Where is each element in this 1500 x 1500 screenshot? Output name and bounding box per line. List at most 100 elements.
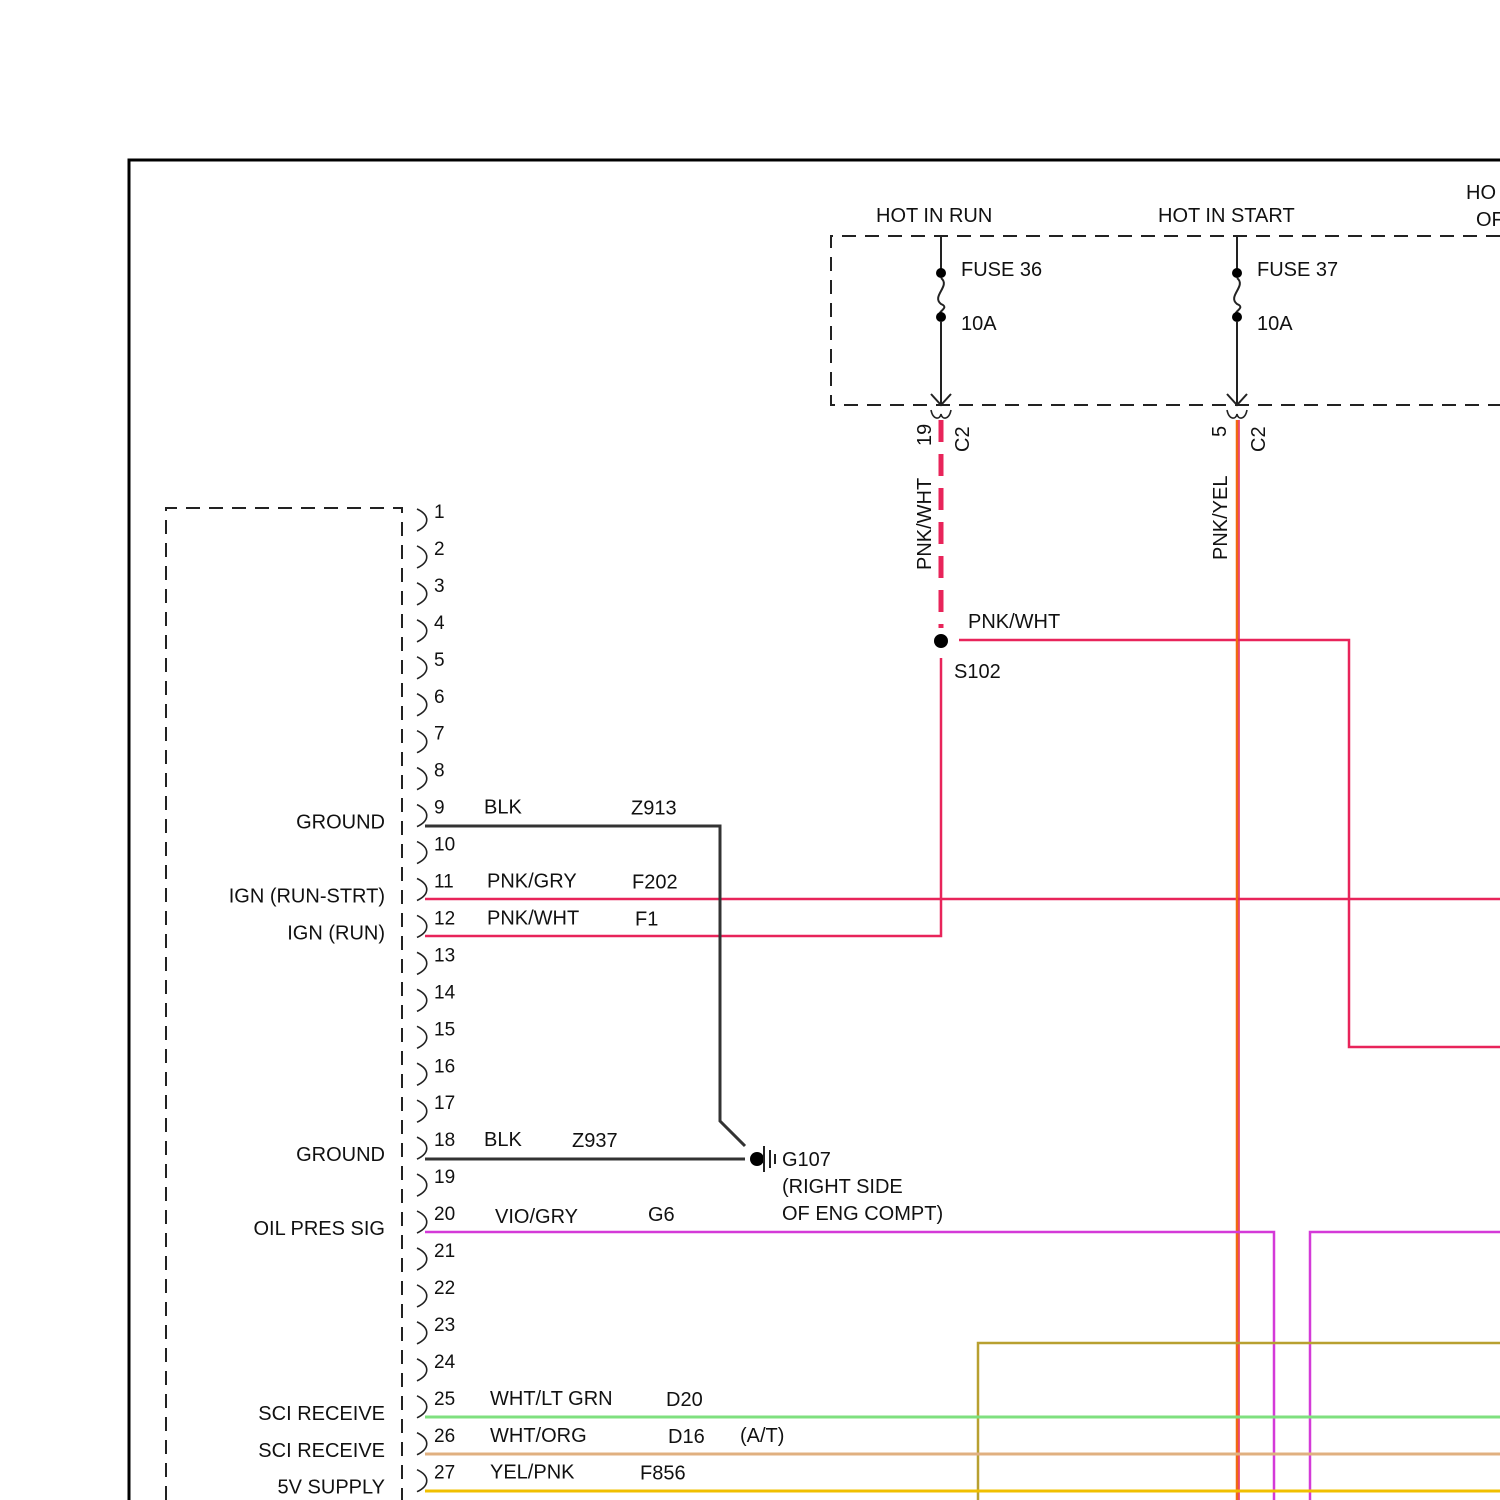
pin-25-terminal [417, 1396, 427, 1418]
pin-25-function-label: SCI RECEIVE [258, 1403, 385, 1425]
pin-number: 24 [434, 1352, 456, 1373]
pin-25-wire-color: WHT/LT GRN [490, 1388, 613, 1410]
pin-26-wire-color: WHT/ORG [490, 1425, 587, 1447]
pin-17-terminal [417, 1100, 427, 1122]
pin-8-terminal [417, 768, 427, 790]
wire-label-pnk-yel-vertical: PNK/YEL [1210, 476, 1232, 560]
pin-number: 23 [434, 1315, 455, 1336]
pin-number: 26 [434, 1426, 455, 1447]
pin-number: 9 [434, 798, 445, 819]
pin-9-wire-color: BLK [484, 797, 522, 819]
pin-18-terminal [417, 1137, 427, 1159]
c2-left-connector-symbol [931, 410, 951, 418]
splice-s102-label: S102 [954, 661, 1001, 683]
pin-number: 11 [434, 872, 454, 893]
pin-18-wire-color: BLK [484, 1129, 522, 1151]
fuse-36 [931, 236, 951, 405]
wire-group [425, 420, 1500, 1500]
pin-number: 16 [434, 1056, 455, 1077]
c2-right-pin: 5 [1209, 426, 1231, 437]
pin-number: 17 [434, 1093, 455, 1114]
pin-9-function-label: GROUND [296, 812, 385, 834]
pin-9-circuit-id: Z913 [631, 798, 677, 820]
pin-5-terminal [417, 657, 427, 679]
pin-14-terminal [417, 989, 427, 1011]
ground-g107-location-line2: OF ENG COMPT) [782, 1203, 943, 1225]
pin-number: 5 [434, 650, 445, 671]
fuse-37 [1227, 236, 1247, 405]
pin-21-terminal [417, 1248, 427, 1270]
c2-right-connector-symbol [1227, 410, 1247, 418]
hot-other-label-line2: OF [1476, 209, 1500, 231]
pin-9-terminal [417, 805, 427, 827]
pin-number: 14 [434, 982, 456, 1003]
ground-g107-id: G107 [782, 1149, 831, 1171]
pin-13-terminal [417, 952, 427, 974]
fuse-36-name: FUSE 36 [961, 259, 1042, 281]
pin-number: 27 [434, 1463, 455, 1484]
pin-27-wire-color: YEL/PNK [490, 1462, 575, 1484]
splice-branch-wire-label: PNK/WHT [968, 611, 1060, 633]
pin-20-circuit-id: G6 [648, 1204, 675, 1226]
pin-number: 15 [434, 1019, 455, 1040]
pin-25-circuit-id: D20 [666, 1389, 703, 1411]
pin-4-terminal [417, 620, 427, 642]
wire-pin-20-vio-gry [425, 1232, 1274, 1500]
pin-2-terminal [417, 546, 427, 568]
pin-15-terminal [417, 1026, 427, 1048]
pin-6-terminal [417, 694, 427, 716]
pin-23-terminal [417, 1322, 427, 1344]
ground-g107-symbol [750, 1146, 775, 1172]
pin-20-function-label: OIL PRES SIG [253, 1218, 385, 1240]
pin-27-function-label: 5V SUPPLY [278, 1477, 385, 1499]
pin-26-circuit-id: D16 [668, 1426, 705, 1448]
pin-3-terminal [417, 583, 427, 605]
pin-number: 20 [434, 1204, 455, 1225]
pin-number: 2 [434, 539, 445, 560]
pin-number: 1 [434, 502, 445, 523]
pin-number: 10 [434, 835, 455, 856]
pin-27-circuit-id: F856 [640, 1463, 686, 1485]
pin-12-wire-color: PNK/WHT [487, 907, 579, 929]
pin-number: 8 [434, 761, 445, 782]
pin-16-terminal [417, 1063, 427, 1085]
fuse-37-name: FUSE 37 [1257, 259, 1338, 281]
pin-number: 7 [434, 724, 445, 745]
pin-19-terminal [417, 1174, 427, 1196]
pin-27-terminal [417, 1470, 427, 1492]
wire-pin-9-blk [425, 826, 745, 1146]
pin-number: 25 [434, 1389, 455, 1410]
pin-12-terminal [417, 915, 427, 937]
pin-number: 6 [434, 687, 445, 708]
pin-22-terminal [417, 1285, 427, 1307]
pin-10-terminal [417, 842, 427, 864]
wire-label-pnk-wht-vertical: PNK/WHT [914, 478, 936, 570]
pin-12-function-label: IGN (RUN) [287, 922, 385, 944]
pin-number: 3 [434, 576, 445, 597]
pin-7-terminal [417, 731, 427, 753]
hot-in-run-label: HOT IN RUN [876, 205, 992, 227]
pin-1-terminal [417, 509, 427, 531]
fuse-box-outline [831, 236, 1500, 405]
ground-g107-location-line1: (RIGHT SIDE [782, 1176, 903, 1198]
pin-18-function-label: GROUND [296, 1144, 385, 1166]
pin-11-terminal [417, 879, 427, 901]
wire-pnk-wht-s102-branch [959, 640, 1500, 1047]
hot-in-start-label: HOT IN START [1158, 205, 1295, 227]
pin-11-circuit-id: F202 [632, 872, 678, 894]
hot-other-label-line1: HO [1466, 182, 1496, 204]
pin-18-circuit-id: Z937 [572, 1130, 618, 1152]
pin-11-wire-color: PNK/GRY [487, 871, 577, 893]
pin-number: 18 [434, 1130, 455, 1151]
fuse-37-rating: 10A [1257, 313, 1293, 335]
pin-20-wire-color: VIO/GRY [495, 1206, 578, 1228]
pin-11-function-label: IGN (RUN-STRT) [229, 886, 385, 908]
pin-number: 12 [434, 908, 455, 929]
wire-violet-right [1310, 1232, 1500, 1500]
pin-20-terminal [417, 1211, 427, 1233]
c2-left-name: C2 [952, 426, 974, 452]
pin-26-terminal [417, 1433, 427, 1455]
pin-number: 21 [434, 1241, 455, 1262]
